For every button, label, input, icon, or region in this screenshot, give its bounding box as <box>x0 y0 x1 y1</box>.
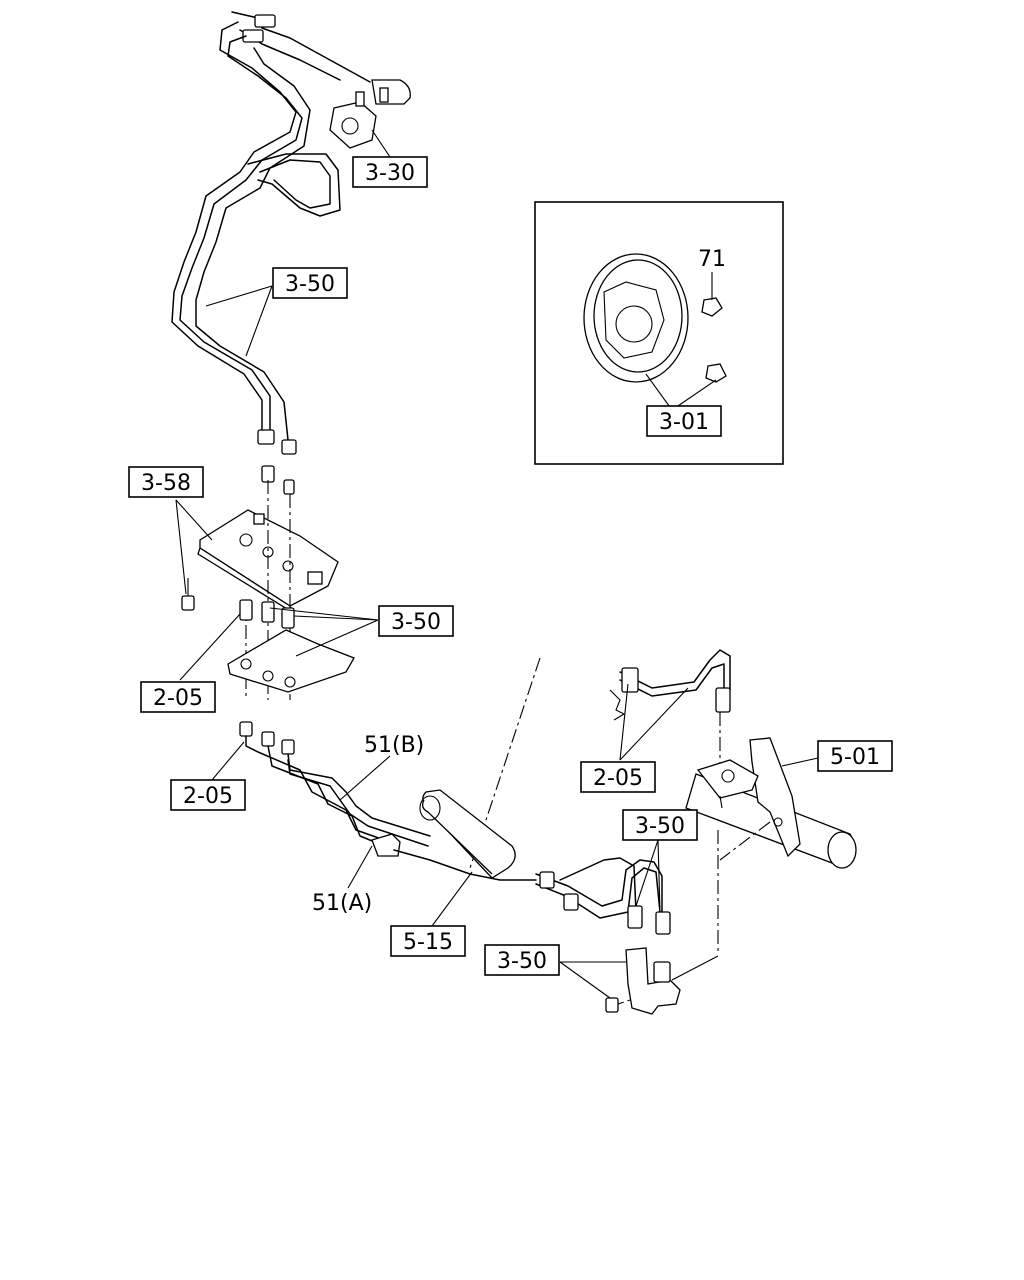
callout-51a: 51(A) <box>312 891 372 916</box>
callout-3-50-right-label: 3-50 <box>635 814 685 839</box>
rear-axle-bracket <box>685 737 857 869</box>
callout-2-05-left: 2-05 <box>140 681 216 713</box>
callout-71-label: 71 <box>698 247 726 272</box>
callout-3-50-bottom: 3-50 <box>484 944 560 976</box>
callout-3-01: 3-01 <box>646 405 722 437</box>
callout-5-01: 5-01 <box>817 740 893 772</box>
callout-3-50-bottom-label: 3-50 <box>497 949 547 974</box>
callout-2-05-left-label: 2-05 <box>153 686 203 711</box>
callout-3-58: 3-58 <box>128 466 204 498</box>
callout-2-05-right: 2-05 <box>580 761 656 793</box>
callout-3-50-mid-label: 3-50 <box>391 610 441 635</box>
callout-3-58-label: 3-58 <box>141 471 191 496</box>
lower-bracket <box>227 599 355 693</box>
callout-71: 71 <box>698 247 726 272</box>
callout-51b: 51(B) <box>364 733 424 758</box>
callout-3-50-mid: 3-50 <box>378 605 454 637</box>
callout-leaders <box>175 285 819 999</box>
callout-3-01-label: 3-01 <box>659 410 709 435</box>
callout-2-05-lower-label: 2-05 <box>183 784 233 809</box>
master-cylinder-assembly <box>231 11 411 161</box>
callout-51b-label: 51(B) <box>364 733 424 758</box>
callout-51a-label: 51(A) <box>312 891 372 916</box>
callout-2-05-right-label: 2-05 <box>593 766 643 791</box>
junction-block <box>605 947 681 1015</box>
upper-bracket <box>181 465 339 614</box>
right-brake-pipes <box>535 649 731 935</box>
callout-5-15: 5-15 <box>390 925 466 957</box>
callout-2-05-lower: 2-05 <box>170 779 246 811</box>
callout-3-50-top: 3-50 <box>272 267 348 299</box>
callout-3-30-label: 3-30 <box>365 161 415 186</box>
upper-brake-pipes <box>171 21 341 455</box>
callout-3-30: 3-30 <box>352 156 428 188</box>
callout-3-50-right: 3-50 <box>622 809 698 841</box>
frame-tube <box>419 789 516 879</box>
callout-3-50-top-label: 3-50 <box>285 272 335 297</box>
callout-5-15-label: 5-15 <box>403 930 453 955</box>
callout-5-01-label: 5-01 <box>830 745 880 770</box>
